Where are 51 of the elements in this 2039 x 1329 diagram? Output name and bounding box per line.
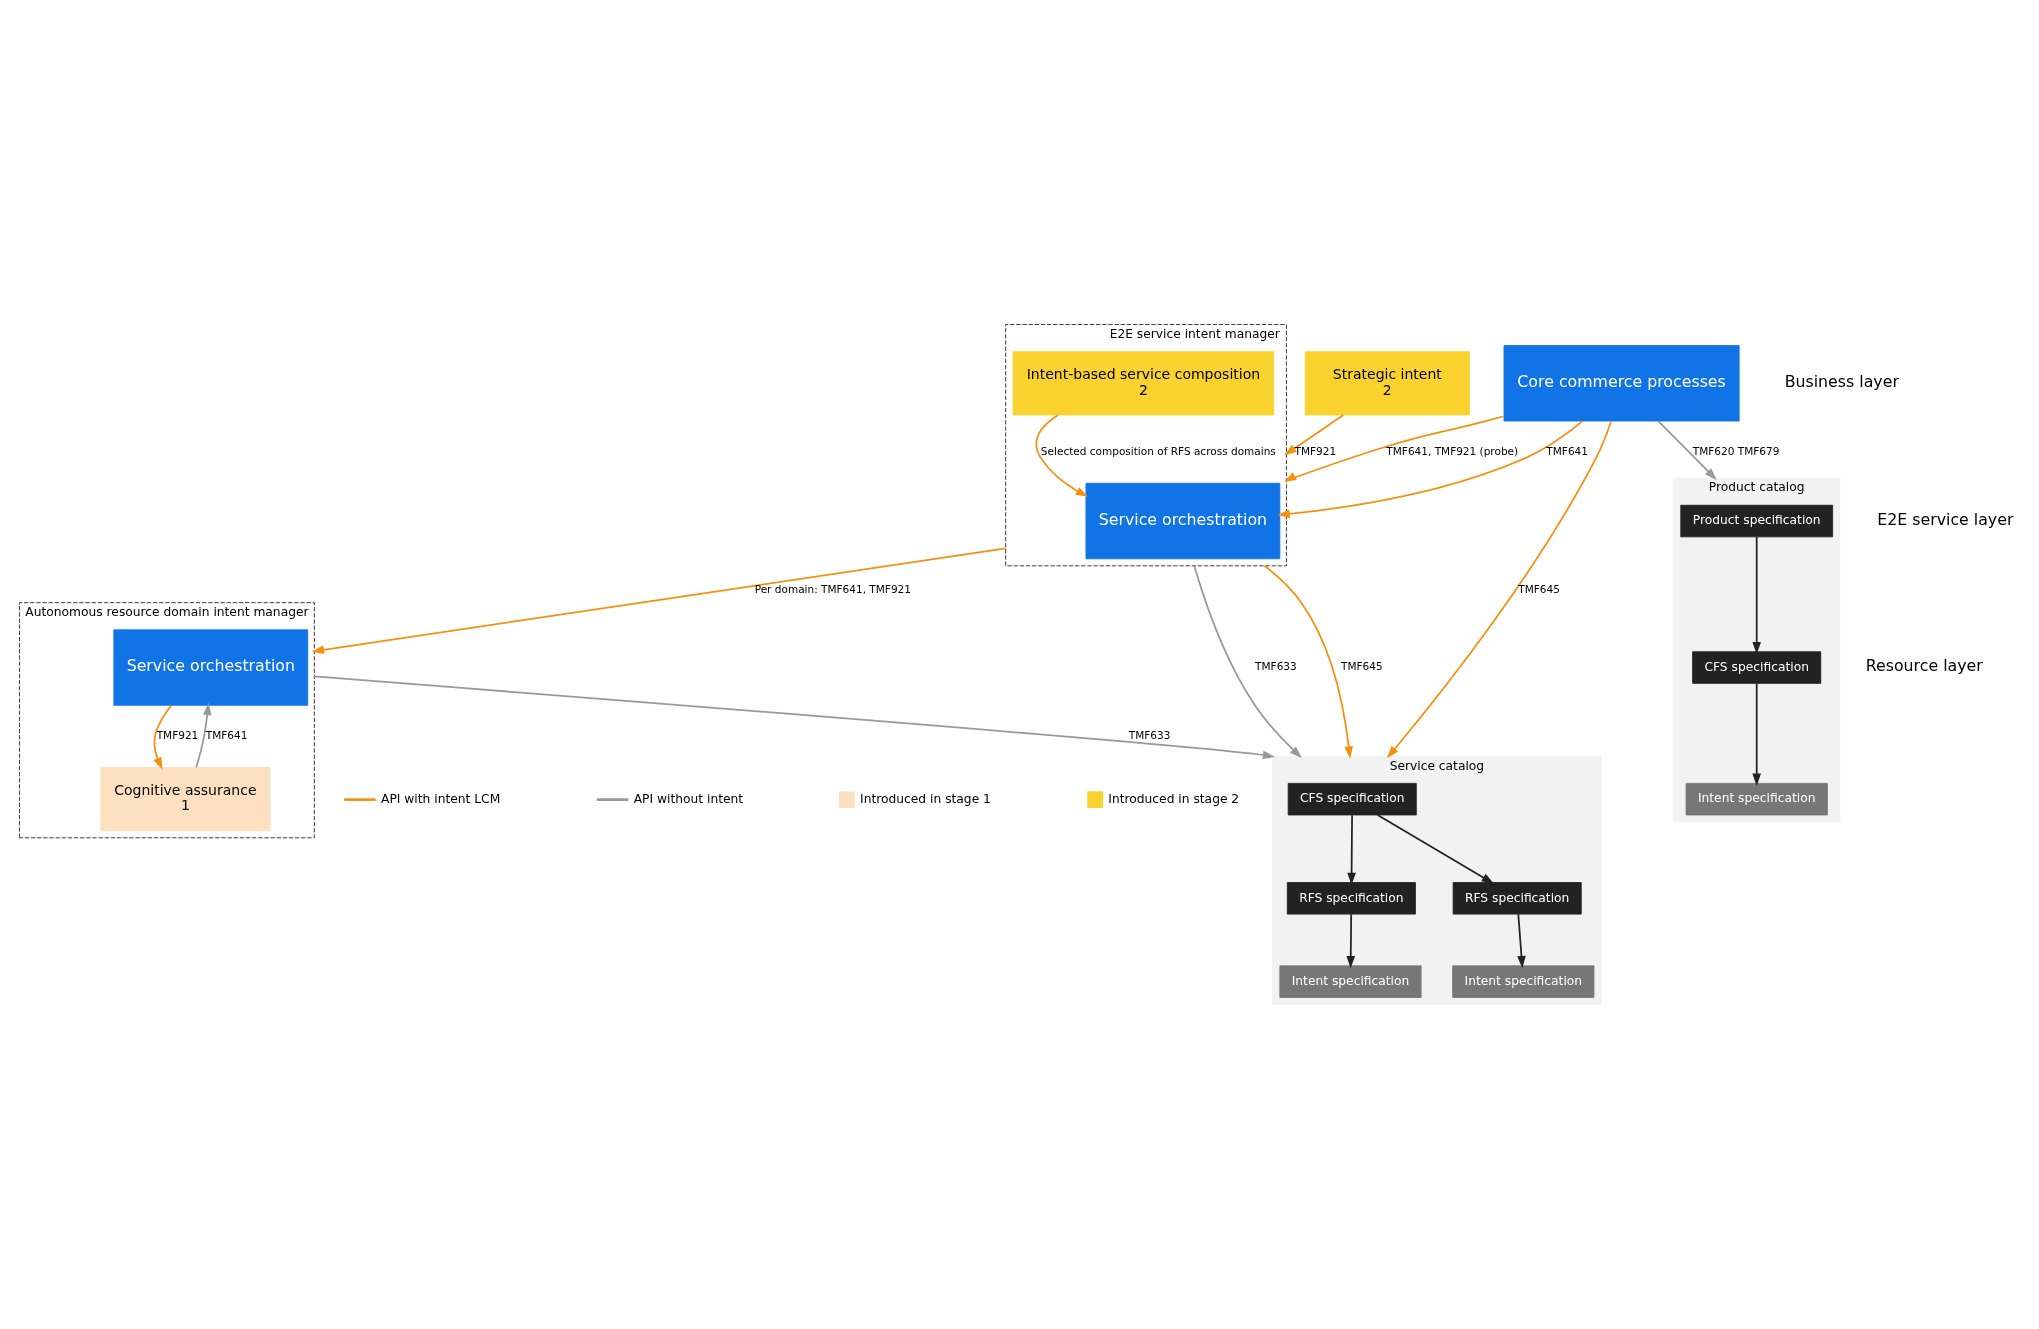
node-box: Intent specification — [1452, 965, 1595, 998]
node-box: CFS specification — [1287, 782, 1417, 816]
edge-label: TMF641 — [1546, 444, 1588, 457]
node-box: Cognitive assurance 1 — [100, 767, 271, 832]
arrow — [1657, 420, 1717, 480]
arrow — [1386, 420, 1613, 759]
node-box: Service orchestration — [113, 629, 309, 706]
arrow — [1284, 414, 1345, 456]
arrow — [153, 704, 173, 770]
node-box: Strategic intent 2 — [1304, 351, 1470, 416]
edge-label: TMF633 — [1128, 729, 1171, 742]
edge-label: TMF921 — [1294, 444, 1337, 457]
edge-label: TMF645 — [1518, 582, 1560, 595]
arrow — [1752, 682, 1761, 786]
arrow — [1347, 814, 1356, 885]
node-box: Core commerce processes — [1503, 345, 1740, 422]
node-box: Intent specification — [1685, 782, 1828, 816]
edge-label: TMF620 TMF679 — [1692, 444, 1780, 457]
edge-label: Per domain: TMF641, TMF921 — [754, 582, 911, 595]
arrow — [1376, 814, 1494, 884]
edge-label: Selected composition of RFS across domains — [1040, 444, 1276, 457]
legend-label: API with intent LCM — [381, 791, 501, 806]
node-box: RFS specification — [1452, 882, 1582, 915]
arrow — [1263, 564, 1354, 759]
legend-label: Introduced in stage 2 — [1108, 791, 1240, 806]
node-box: RFS specification — [1286, 882, 1416, 915]
arrow — [1517, 913, 1526, 969]
arrow — [311, 547, 1007, 654]
edge-label: TMF641, TMF921 (probe) — [1386, 444, 1519, 457]
legend-label: Introduced in stage 1 — [860, 791, 991, 806]
arrow — [1193, 564, 1302, 758]
node-box: CFS specification — [1692, 651, 1822, 684]
arrow — [1752, 536, 1761, 655]
arrow — [313, 675, 1275, 760]
arrow — [195, 702, 212, 769]
label: Resource layer — [1865, 656, 1983, 676]
node-box: Product specification — [1680, 504, 1833, 538]
node-box: Intent-based service composition 2 — [1012, 351, 1275, 416]
edge-label: TMF645 — [1341, 660, 1383, 673]
node-box: Service orchestration — [1085, 482, 1281, 560]
edge-label: TMF921 — [156, 729, 199, 742]
edge-label: TMF641 — [205, 729, 248, 742]
arrow — [1284, 415, 1505, 482]
node-box: Intent specification — [1279, 965, 1422, 998]
label: E2E service layer — [1877, 509, 2014, 529]
legend-label: API without intent — [633, 791, 744, 806]
label: Business layer — [1784, 372, 1899, 392]
arrow — [1346, 913, 1356, 969]
arrow — [1035, 414, 1089, 497]
edge-label: TMF633 — [1255, 660, 1297, 673]
arrow — [1277, 420, 1584, 519]
